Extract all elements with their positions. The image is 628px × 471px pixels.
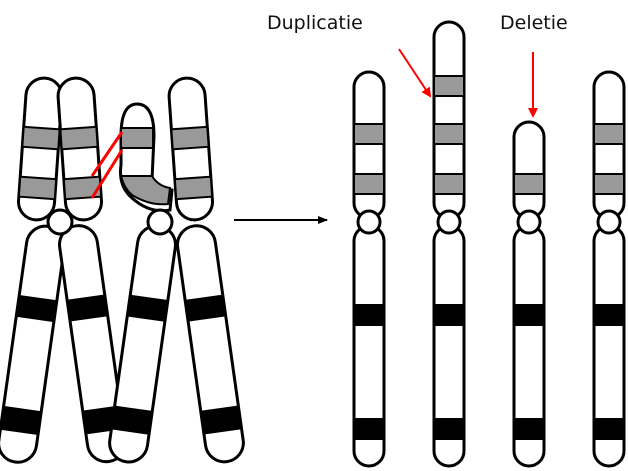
chromatid-4-black-band-1 (185, 294, 226, 322)
deletion-black-band-2 (514, 418, 544, 440)
duplication-gray-band-1 (433, 75, 465, 97)
normal-1-gray-band-1 (353, 123, 385, 145)
chromatid-4-lower-arm (176, 224, 245, 464)
chromatid-2-gray-band-1 (59, 125, 99, 151)
result-chromosome-normal-1 (352, 70, 386, 468)
normal-2-centromere (596, 209, 622, 235)
chromatid-3-black-band-2 (111, 405, 153, 435)
chromatid-1 (0, 76, 66, 464)
chromatid-3 (108, 102, 177, 464)
chromatid-2 (56, 76, 127, 464)
crossing-over-lines (90, 131, 124, 199)
result-chromosome-duplication (432, 20, 466, 468)
chromatid-4-gray-band-2 (173, 175, 214, 201)
deletion-gray-band-1 (513, 173, 545, 195)
deletion-upper-arm (512, 120, 546, 220)
chromatid-3-gray-band-2 (119, 175, 172, 206)
duplication-black-band-1 (434, 304, 464, 326)
centromere-left-pair-2 (146, 208, 174, 236)
normal-1-black-band-1 (354, 304, 384, 326)
duplication-black-band-2 (434, 418, 464, 440)
chromatid-3-black-band-1 (127, 294, 168, 322)
normal-1-black-band-2 (354, 418, 384, 440)
deletion-centromere (516, 209, 542, 235)
normal-2-black-band-2 (594, 418, 624, 440)
normal-1-centromere (356, 209, 382, 235)
normal-1-gray-band-2 (353, 173, 385, 195)
chromatid-3-gray-band-1 (120, 127, 154, 149)
result-chromosome-deletion (512, 120, 546, 468)
chromatid-1-black-band-1 (16, 295, 57, 323)
chromatid-4-gray-band-1 (170, 125, 210, 151)
chromatid-4-black-band-2 (200, 405, 242, 435)
duplication-gray-band-2 (433, 123, 465, 145)
centromere-left-pair-1 (46, 208, 74, 236)
chromatid-1-gray-band-2 (17, 175, 58, 201)
duplication-label: Duplicatie (267, 12, 363, 34)
chromatid-4 (167, 76, 245, 464)
duplication-pointer (398, 48, 432, 98)
normal-2-gray-band-2 (593, 173, 625, 195)
duplication-centromere (436, 209, 462, 235)
chromatid-1-gray-band-1 (21, 125, 61, 151)
chromatid-2-gray-band-2 (62, 175, 103, 201)
left-chromosome-pair-2 (108, 76, 245, 464)
result-chromosome-normal-2 (592, 70, 626, 468)
chromatid-2-lower-arm (58, 224, 127, 464)
deletion-black-band-1 (514, 304, 544, 326)
deletion-label: Deletie (500, 12, 568, 34)
normal-2-gray-band-1 (593, 123, 625, 145)
left-chromosome-pair-1 (0, 76, 127, 464)
duplication-gray-band-3 (433, 173, 465, 195)
chromatid-2-black-band-1 (67, 294, 108, 322)
chromatid-1-black-band-2 (0, 405, 42, 435)
normal-2-black-band-1 (594, 304, 624, 326)
